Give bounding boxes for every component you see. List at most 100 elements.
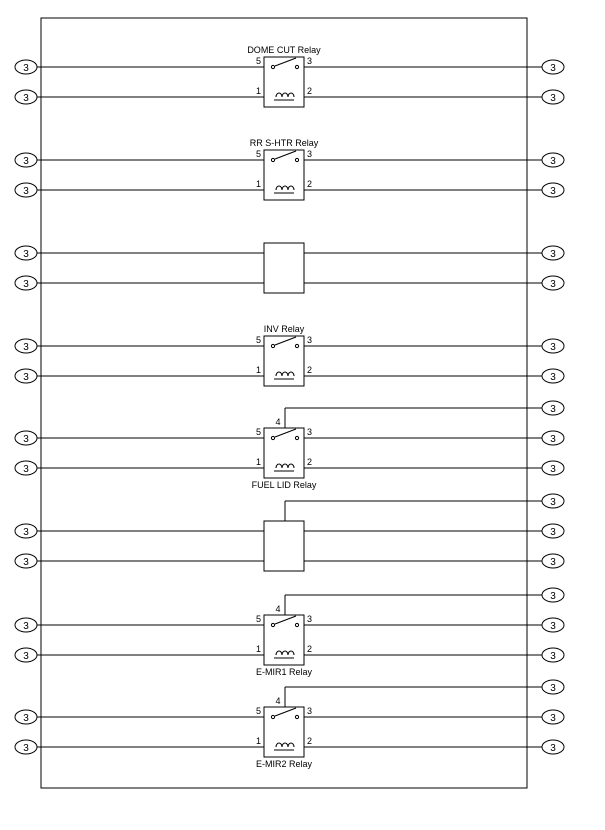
contact-right (294, 343, 300, 349)
connector-label: 3 (23, 713, 29, 724)
connector-circle (541, 493, 565, 509)
pin-label: 1 (256, 457, 261, 467)
connector-terminal-left: 3 (14, 245, 38, 261)
pin-label: 5 (256, 614, 261, 624)
switch-blade (274, 150, 297, 160)
pin-label: 3 (307, 427, 312, 437)
coil-symbol (275, 463, 295, 469)
connector-circle (541, 430, 565, 446)
coil-symbol (275, 185, 295, 191)
connector-label: 3 (23, 279, 29, 290)
connector-circle (14, 739, 38, 755)
connector-label: 3 (550, 342, 556, 353)
connector-circle (14, 245, 38, 261)
connector-circle (14, 89, 38, 105)
connector-label: 3 (550, 651, 556, 662)
pin-label: 2 (307, 644, 312, 654)
connector-circle (541, 245, 565, 261)
pin-label: 3 (307, 149, 312, 159)
pin-label: 5 (256, 427, 261, 437)
pin-label: 2 (307, 86, 312, 96)
connector-terminal-right: 3 (541, 493, 565, 509)
connector-label: 3 (550, 434, 556, 445)
contact-left (270, 343, 276, 349)
connector-terminal-right: 3 (541, 739, 565, 755)
connector-circle (541, 338, 565, 354)
connector-label: 3 (23, 434, 29, 445)
connector-terminal-left: 3 (14, 89, 38, 105)
connector-label: 3 (23, 743, 29, 754)
connector-label: 3 (23, 63, 29, 74)
connector-label: 3 (550, 621, 556, 632)
pin-label: 4 (275, 604, 280, 614)
connector-label: 3 (550, 249, 556, 260)
connector-terminal-left: 3 (14, 338, 38, 354)
pin-label: 3 (307, 335, 312, 345)
pin-label: 5 (256, 149, 261, 159)
coil-symbol (275, 742, 295, 748)
contact-right (294, 714, 300, 720)
pin-label: 5 (256, 56, 261, 66)
connector-circle (541, 679, 565, 695)
connector-circle (541, 152, 565, 168)
contact-left (270, 714, 276, 720)
relay-6 (263, 520, 305, 572)
pin-label: 5 (256, 706, 261, 716)
connector-circle (14, 617, 38, 633)
connector-label: 3 (23, 651, 29, 662)
diagram-frame (40, 17, 528, 789)
connector-terminal-left: 3 (14, 275, 38, 291)
pin-label: 3 (307, 56, 312, 66)
pin-label: 2 (307, 457, 312, 467)
connector-label: 3 (550, 372, 556, 383)
connector-terminal-left: 3 (14, 523, 38, 539)
connector-terminal-right: 3 (541, 647, 565, 663)
connector-terminal-left: 3 (14, 368, 38, 384)
coil-symbol (275, 371, 295, 377)
connector-terminal-left: 3 (14, 647, 38, 663)
contact-right (294, 435, 300, 441)
connector-circle (14, 368, 38, 384)
connector-terminal-left: 3 (14, 182, 38, 198)
pin-label: 1 (256, 179, 261, 189)
pin-label: 5 (256, 335, 261, 345)
connector-terminal-right: 3 (541, 338, 565, 354)
relay-3 (263, 242, 305, 294)
connector-label: 3 (23, 156, 29, 167)
connector-label: 3 (550, 156, 556, 167)
connector-circle (541, 647, 565, 663)
contact-left (270, 435, 276, 441)
relay-box (263, 520, 305, 572)
connector-circle (14, 182, 38, 198)
connector-terminal-right: 3 (541, 245, 565, 261)
connector-circle (14, 709, 38, 725)
connector-terminal-left: 3 (14, 59, 38, 75)
pin-label: 1 (256, 365, 261, 375)
connector-circle (14, 553, 38, 569)
pin-label: 2 (307, 736, 312, 746)
connector-terminal-right: 3 (541, 430, 565, 446)
connector-circle (541, 400, 565, 416)
connector-terminal-right: 3 (541, 553, 565, 569)
connector-circle (14, 647, 38, 663)
connector-terminal-right: 3 (541, 59, 565, 75)
connector-terminal-left: 3 (14, 617, 38, 633)
connector-terminal-right: 3 (541, 523, 565, 539)
pin-label: 3 (307, 706, 312, 716)
connector-circle (541, 523, 565, 539)
connector-circle (541, 617, 565, 633)
switch-blade (274, 57, 297, 67)
pin-label: 3 (307, 614, 312, 624)
contact-left (270, 64, 276, 70)
connector-label: 3 (550, 497, 556, 508)
switch-blade (274, 615, 297, 625)
switch-blade (274, 336, 297, 346)
connector-terminal-right: 3 (541, 368, 565, 384)
pin-label: 1 (256, 736, 261, 746)
connector-circle (541, 739, 565, 755)
contact-right (294, 157, 300, 163)
connector-terminal-right: 3 (541, 182, 565, 198)
contact-left (270, 157, 276, 163)
